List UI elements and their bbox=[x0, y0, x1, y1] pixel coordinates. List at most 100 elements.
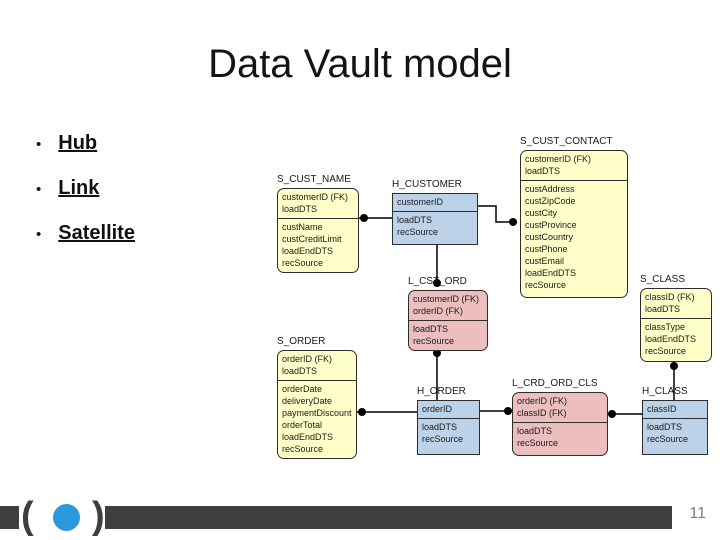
entity-key-section: orderID bbox=[418, 401, 479, 418]
page-number: 11 bbox=[689, 505, 706, 522]
footer-open-paren: ( bbox=[21, 495, 34, 537]
connector-dot bbox=[360, 214, 368, 222]
entity-key-field: loadDTS bbox=[282, 366, 318, 376]
entity-box-l-crd-ord-cls: orderID (FK) classID (FK) loadDTS recSource bbox=[512, 392, 608, 456]
entity-key-field: customerID (FK) bbox=[413, 294, 480, 304]
entity-attribute-field: custAddress bbox=[525, 184, 575, 194]
entity-attribute-section: loadDTS recSource bbox=[513, 422, 607, 452]
entity-box-h-order: orderID loadDTS recSource bbox=[417, 400, 480, 455]
list-item: • Hub bbox=[36, 132, 135, 154]
entity-label-h-order: H_ORDER bbox=[417, 386, 466, 397]
entity-attribute-field: recSource bbox=[282, 258, 324, 268]
entity-key-section: customerID (FK)loadDTS bbox=[521, 151, 627, 180]
entity-key-field: loadDTS bbox=[525, 166, 561, 176]
entity-attribute-field: recSource bbox=[397, 227, 439, 237]
entity-attribute-section: custName custCreditLimit loadEndDTS recSour… bbox=[278, 218, 358, 272]
entity-attribute-field: loadDTS bbox=[397, 215, 433, 225]
entity-attribute-section: loadDTS recSource bbox=[643, 418, 707, 448]
connector-dot bbox=[608, 410, 616, 418]
entity-attribute-field: recSource bbox=[413, 336, 455, 346]
entity-attribute-field: custProvince bbox=[525, 220, 577, 230]
bullet-icon: • bbox=[36, 226, 42, 243]
list-item: • Satellite bbox=[36, 222, 135, 244]
footer-bar-left bbox=[0, 506, 19, 529]
footer-logo-circle bbox=[53, 504, 80, 531]
entity-attribute-field: orderTotal bbox=[282, 420, 323, 430]
connector-dot bbox=[509, 218, 517, 226]
entity-key-field: orderID (FK) bbox=[413, 306, 464, 316]
entity-key-field: classID (FK) bbox=[517, 408, 567, 418]
bullet-list: • Hub • Link • Satellite bbox=[36, 132, 135, 267]
entity-box-s-cust-name: customerID (FK) loadDTS custName custCredit… bbox=[277, 188, 359, 273]
entity-attribute-section: loadDTS recSource bbox=[418, 418, 479, 448]
entity-attribute-field: custPhone bbox=[525, 244, 568, 254]
entity-label-s-cust-contact: S_CUST_CONTACT bbox=[520, 136, 613, 147]
entity-key-field: orderID (FK) bbox=[282, 354, 333, 364]
entity-attribute-field: loadEndDTS bbox=[282, 246, 334, 256]
entity-attribute-field: deliveryDate bbox=[282, 396, 333, 406]
entity-label-s-order: S_ORDER bbox=[277, 336, 326, 347]
entity-key-section: orderID (FK) classID (FK) bbox=[513, 393, 607, 422]
connector-dot bbox=[504, 407, 512, 415]
entity-key-field: customerID (FK) bbox=[282, 192, 349, 202]
connector-dot bbox=[670, 362, 678, 370]
entity-attribute-field: recSource bbox=[647, 434, 689, 444]
bullet-label-satellite: Satellite bbox=[58, 222, 135, 244]
entity-key-section: customerID bbox=[393, 194, 477, 211]
entity-key-field: orderID (FK) bbox=[517, 396, 568, 406]
footer-bar bbox=[105, 506, 672, 529]
entity-attribute-field: loadDTS bbox=[517, 426, 553, 436]
entity-attribute-field: paymentDiscount bbox=[282, 408, 352, 418]
connector-line bbox=[478, 205, 517, 223]
entity-label-h-class: H_CLASS bbox=[642, 386, 688, 397]
entity-key-section: orderID (FK) loadDTS bbox=[278, 351, 356, 380]
entity-attribute-field: loadDTS bbox=[422, 422, 458, 432]
bullet-icon: • bbox=[36, 181, 42, 198]
entity-attribute-field: recSource bbox=[525, 280, 567, 290]
entity-label-l-cst-ord: L_CST_ORD bbox=[408, 276, 467, 287]
entity-attribute-field: loadEndDTS bbox=[645, 334, 697, 344]
entity-attribute-field: recSource bbox=[422, 434, 464, 444]
entity-key-section: classID bbox=[643, 401, 707, 418]
entity-key-field: customerID bbox=[397, 197, 444, 207]
bullet-label-hub: Hub bbox=[58, 132, 98, 154]
entity-attribute-field: recSource bbox=[517, 438, 559, 448]
entity-label-l-crd-ord-cls: L_CRD_ORD_CLS bbox=[512, 378, 598, 389]
entity-attribute-field: loadDTS bbox=[647, 422, 683, 432]
entity-attribute-field: custName bbox=[282, 222, 323, 232]
page-title: Data Vault model bbox=[208, 42, 512, 86]
connector-dot bbox=[433, 349, 441, 357]
entity-key-section: customerID (FK) orderID (FK) bbox=[409, 291, 487, 320]
bullet-icon: • bbox=[36, 136, 42, 153]
entity-label-s-cust-name: S_CUST_NAME bbox=[277, 174, 351, 185]
connector-dot bbox=[433, 279, 441, 287]
entity-attribute-field: custCreditLimit bbox=[282, 234, 342, 244]
entity-key-field: classID bbox=[647, 404, 677, 414]
entity-key-field: classID (FK) bbox=[645, 292, 695, 302]
entity-key-field: loadDTS bbox=[645, 304, 681, 314]
entity-key-field: loadDTS bbox=[282, 204, 318, 214]
entity-attribute-field: custCountry bbox=[525, 232, 574, 242]
entity-attribute-field: loadEndDTS bbox=[525, 268, 577, 278]
entity-label-s-class: S_CLASS bbox=[640, 274, 686, 285]
entity-attribute-section: loadDTS recSource bbox=[393, 211, 477, 241]
entity-key-section: customerID (FK) loadDTS bbox=[278, 189, 358, 218]
entity-attribute-field: custZipCode bbox=[525, 196, 576, 206]
list-item: • Link bbox=[36, 177, 135, 199]
entity-attribute-field: loadEndDTS bbox=[282, 432, 334, 442]
entity-attribute-field: classType bbox=[645, 322, 686, 332]
entity-label-h-customer: H_CUSTOMER bbox=[392, 179, 462, 190]
entity-attribute-field: recSource bbox=[282, 444, 324, 454]
entity-key-section: classID (FK) loadDTS bbox=[641, 289, 711, 318]
entity-box-h-class: classID loadDTS recSource bbox=[642, 400, 708, 455]
connector-dot bbox=[358, 408, 366, 416]
